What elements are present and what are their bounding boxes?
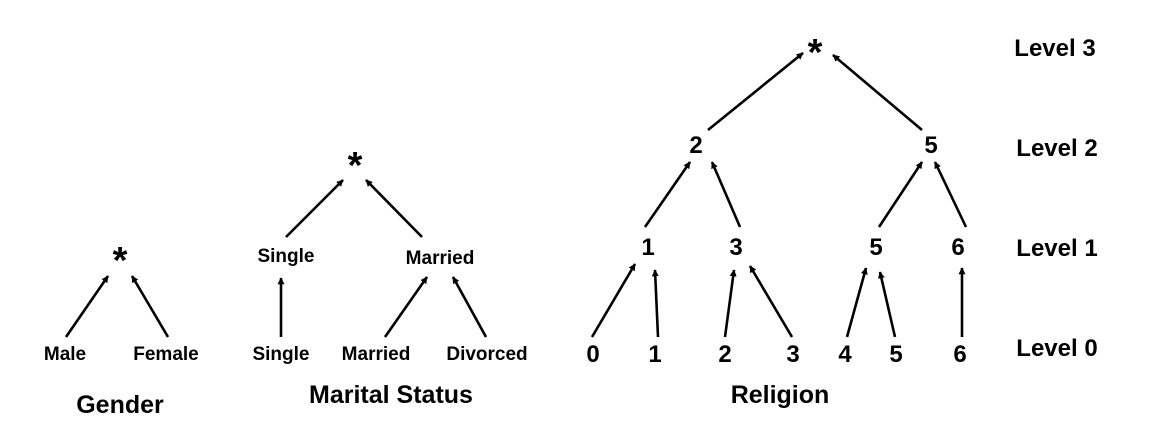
religion-root-node: * (808, 32, 823, 74)
gender-leaf-male: Male (44, 344, 86, 365)
level-labels: Level 3 Level 2 Level 1 Level 0 (1014, 35, 1097, 362)
religion-edge-3-3 (748, 265, 794, 338)
religion-level1-1: 1 (641, 234, 654, 261)
gender-edge-female (130, 275, 170, 338)
level-0-label: Level 0 (1016, 335, 1097, 362)
religion-edge-2-root (707, 51, 804, 132)
religion-level2-2: 2 (689, 132, 702, 159)
marital-status-title: Marital Status (309, 381, 473, 409)
religion-edge-5-5-lower (878, 271, 897, 338)
religion-title: Religion (731, 381, 830, 409)
marital-root-node: * (348, 145, 363, 187)
religion-level0-2: 2 (718, 341, 731, 368)
religion-level0-4: 4 (838, 341, 852, 368)
religion-level0-3: 3 (786, 341, 799, 368)
marital-status-tree: * Single Married Single Married Divorced… (252, 145, 527, 409)
religion-tree: * 2 5 1 3 5 6 0 1 2 3 4 5 6 Religion (586, 32, 968, 409)
religion-level2-5: 5 (924, 132, 937, 159)
gender-tree: * Male Female Gender (44, 240, 199, 419)
marital-edge-married-root (365, 179, 423, 238)
religion-edge-4-5 (845, 267, 868, 338)
religion-level0-6: 6 (953, 341, 966, 368)
marital-level1-married: Married (406, 248, 475, 269)
gender-edge-male (64, 275, 110, 338)
marital-edge-single-root (285, 179, 344, 238)
religion-edge-5-5 (877, 161, 924, 228)
religion-edge-6-5 (933, 161, 968, 228)
religion-edge-1-1 (651, 269, 660, 338)
level-3-label: Level 3 (1014, 35, 1095, 62)
marital-level0-single: Single (252, 344, 309, 365)
religion-level1-5: 5 (869, 234, 882, 261)
marital-edge-divorced-married (451, 276, 488, 338)
gender-title: Gender (76, 391, 164, 419)
religion-level1-3: 3 (729, 234, 742, 261)
marital-edge-married-married (383, 276, 429, 338)
religion-edge-3-2 (710, 161, 742, 228)
religion-level1-6: 6 (951, 234, 964, 261)
level-2-label: Level 2 (1016, 135, 1097, 162)
religion-edge-1-2 (643, 161, 692, 228)
religion-level0-5: 5 (889, 341, 902, 368)
religion-edge-2-3 (723, 269, 737, 338)
marital-level0-married: Married (342, 344, 411, 365)
marital-level1-single: Single (257, 246, 314, 267)
religion-edge-0-1 (590, 263, 637, 338)
gender-leaf-female: Female (133, 344, 198, 365)
gender-root-node: * (113, 240, 128, 282)
religion-level0-1: 1 (648, 341, 661, 368)
religion-level0-0: 0 (586, 341, 599, 368)
religion-edge-5-root (832, 54, 923, 131)
marital-level0-divorced: Divorced (446, 344, 527, 365)
level-1-label: Level 1 (1016, 235, 1097, 262)
